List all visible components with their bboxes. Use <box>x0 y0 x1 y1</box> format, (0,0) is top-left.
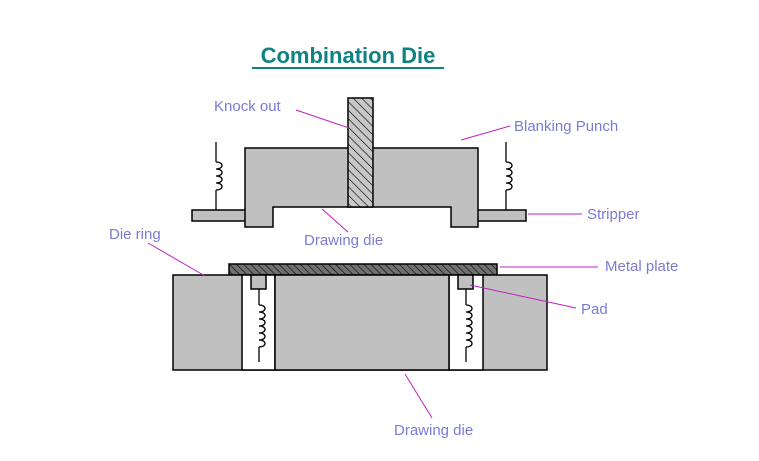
lower-drawing-die <box>274 274 450 371</box>
label-drawing-die-top: Drawing die <box>304 232 383 249</box>
leader-blanking-punch <box>460 125 511 141</box>
stripper-right <box>476 209 527 222</box>
leader-drawing-die-top <box>321 208 349 233</box>
leader-knock-out <box>295 109 350 129</box>
leader-pad <box>469 284 577 309</box>
label-die-ring: Die ring <box>109 226 161 243</box>
label-blanking-punch: Blanking Punch <box>514 118 618 135</box>
leader-die-ring <box>147 242 206 277</box>
label-drawing-die-bottom: Drawing die <box>394 422 473 439</box>
spring-lower-left <box>258 289 266 362</box>
label-metal-plate: Metal plate <box>605 258 678 275</box>
stripper-left <box>191 209 247 222</box>
spring-upper-left <box>215 142 223 210</box>
pad-left <box>250 274 267 290</box>
label-stripper: Stripper <box>587 206 640 223</box>
metal-plate <box>228 263 498 276</box>
diagram-title: Combination Die <box>261 43 436 68</box>
knock-out <box>347 97 374 208</box>
label-pad: Pad <box>581 301 608 318</box>
label-knock-out: Knock out <box>214 98 282 115</box>
pad-right <box>457 274 474 290</box>
spring-upper-right <box>505 142 513 210</box>
spring-lower-right <box>465 289 473 362</box>
leader-drawing-die-bottom <box>404 373 433 419</box>
